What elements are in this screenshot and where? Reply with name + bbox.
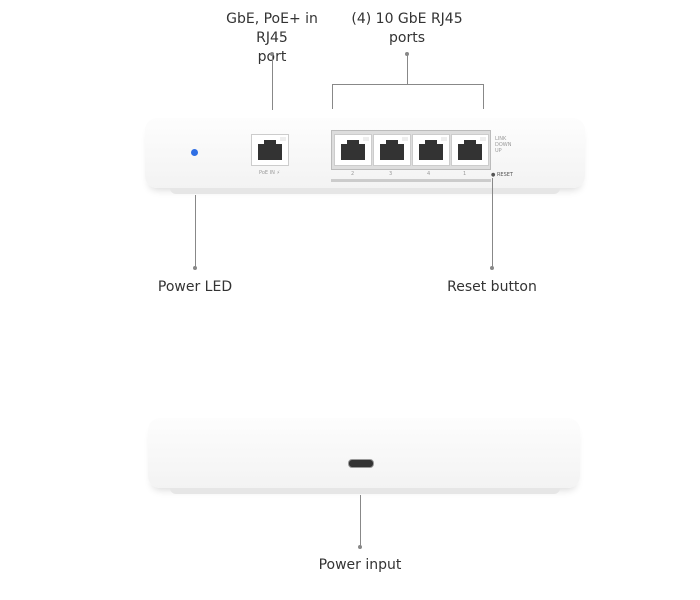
poe-in-label: PoE IN ⚡ [259,170,280,176]
label-power-led: Power LED [157,279,233,295]
callout-line [195,195,196,267]
switch-back [148,418,580,488]
reset-label: ● RESET [491,172,513,178]
port-number: 3 [389,171,393,177]
switch-foot [170,488,560,494]
callout-line [360,495,361,547]
status-bar [331,179,491,182]
callout-bracket [332,84,484,109]
port-3 [373,134,411,166]
port-4 [412,134,450,166]
switch-foot [170,188,560,194]
port-number: 4 [427,171,431,177]
port-2 [334,134,372,166]
callout-dot [193,266,197,270]
port-number: 2 [351,171,355,177]
poe-in-port [251,134,289,166]
callout-line [492,178,493,267]
callout-dot [358,545,362,549]
label-reset-button: Reset button [447,279,537,295]
callout-dot [490,266,494,270]
port-1 [451,134,489,166]
label-power-input: Power input [318,557,402,573]
callout-line [407,54,408,84]
usb-c-port [348,459,374,468]
port-number: 1 [463,171,467,177]
port-group [331,130,491,170]
power-led [191,149,198,156]
callout-line [272,54,273,110]
